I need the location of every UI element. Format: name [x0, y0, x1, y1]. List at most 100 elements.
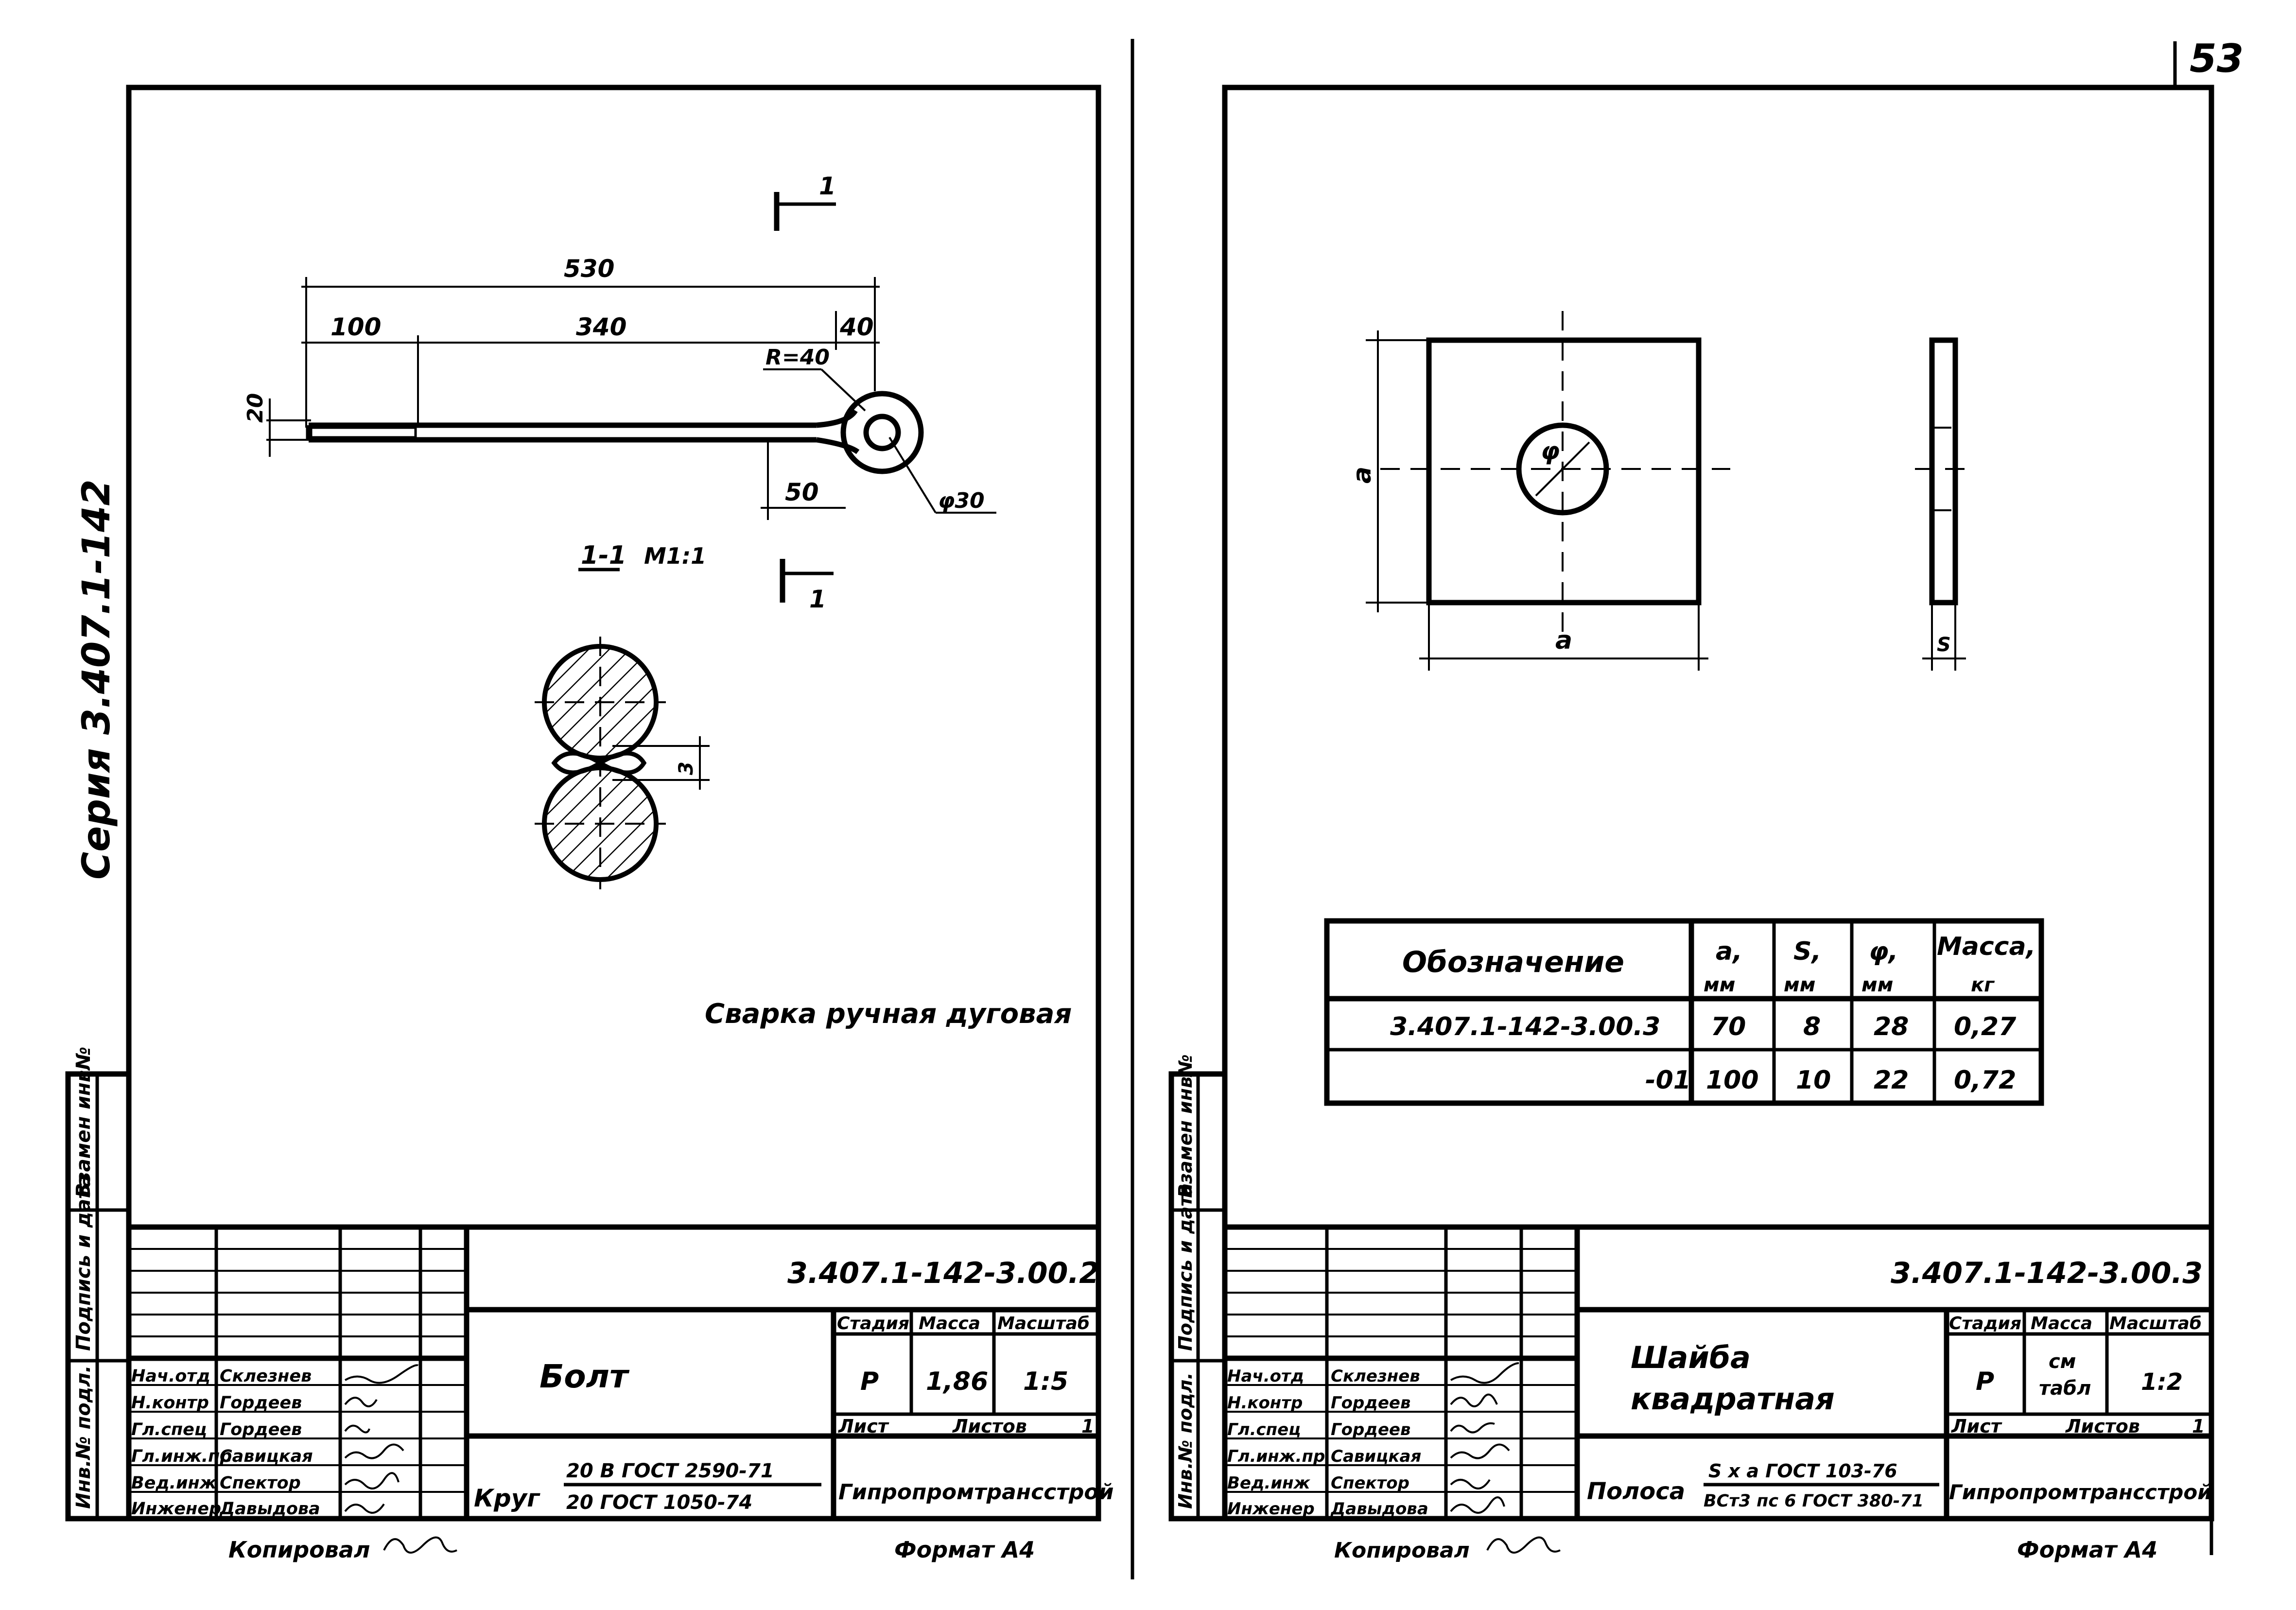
- tb-material-top: 20 В ГОСТ 2590-71: [566, 1460, 774, 1482]
- left-frame: [126, 85, 1101, 1522]
- tb-person: Давыдова: [219, 1499, 320, 1519]
- tb-sheets-label: Листов: [952, 1416, 1027, 1437]
- right-side-label-2: Подпись и дата: [1175, 1183, 1196, 1351]
- signature: [1450, 1479, 1491, 1489]
- section-mark-bottom-label: 1: [809, 585, 826, 613]
- tb-role: Н.контр: [131, 1393, 209, 1413]
- table-cell: 8: [1803, 1012, 1821, 1041]
- th-mass: Масса,: [1937, 932, 2035, 961]
- dim-s: S: [1937, 634, 1951, 656]
- copied-by: Копировал: [228, 1537, 370, 1563]
- phi-leader: [1535, 441, 1590, 497]
- tb-role: Нач.отд: [131, 1367, 210, 1386]
- signature: [344, 1424, 370, 1434]
- tb-role: Гл.инж.пр: [1227, 1447, 1325, 1466]
- tb-role: Вед.инж: [131, 1473, 217, 1493]
- tb-role: Нач.отд: [1227, 1367, 1304, 1386]
- bolt-drawing: [306, 391, 924, 474]
- th-s-unit: мм: [1784, 974, 1815, 996]
- washer-plate: [1426, 337, 1702, 606]
- dim-hook: 50: [785, 478, 819, 506]
- left-side-label-1: Взамен инв№: [72, 1047, 95, 1198]
- tb-material-bottom: ВСт3 пс 6 ГОСТ 380-71: [1704, 1491, 1924, 1511]
- signature: [1450, 1362, 1519, 1384]
- tb-mass-line2: табл: [2039, 1377, 2091, 1400]
- weld-note: Сварка ручная дуговая: [705, 998, 1072, 1030]
- right-title-block: 3.407.1-142-3.00.3 Шайба квадратная Стад…: [1225, 1224, 2212, 1519]
- tb-header-stage: Стадия: [837, 1314, 909, 1333]
- tb-role: Гл.спец: [1227, 1420, 1301, 1439]
- tb-role: Гл.инж.пр: [131, 1447, 232, 1466]
- tb-person: Склезнев: [1331, 1367, 1420, 1386]
- signature: [344, 1443, 404, 1459]
- table-cell: 10: [1796, 1066, 1831, 1095]
- tb-header-scale: Масштаб: [997, 1314, 1090, 1333]
- tb-person: Давыдова: [1330, 1499, 1428, 1519]
- tb-designation: 3.407.1-142-3.00.3: [1891, 1256, 2203, 1290]
- tb-name-line2: квадратная: [1631, 1381, 1835, 1417]
- dim-hole: φ30: [938, 488, 985, 513]
- right-side-label-3: Инв.№ подл.: [1175, 1372, 1196, 1509]
- th-phi-unit: мм: [1861, 974, 1893, 996]
- format-label: Формат А4: [894, 1537, 1035, 1563]
- tb-mass: 1,86: [926, 1367, 988, 1396]
- washer-drawing: φ а а S: [1348, 311, 1973, 671]
- signature: [344, 1397, 378, 1407]
- dim-a-horizontal: а: [1555, 626, 1572, 655]
- dim-left: 100: [330, 313, 381, 341]
- bolt-neck-bottom: [816, 437, 860, 454]
- table-border: [1324, 918, 2044, 1106]
- table-cell: 70: [1711, 1012, 1746, 1041]
- table-cell: 3.407.1-142-3.00.3: [1390, 1012, 1660, 1041]
- tb-material-prefix: Круг: [474, 1484, 540, 1512]
- weld-left: [551, 751, 602, 775]
- left-sheet: Взамен инв№ Подпись и дата Инв.№ подл. С…: [65, 85, 1113, 1563]
- tb-material-prefix: Полоса: [1587, 1478, 1685, 1505]
- left-title-block: 3.407.1-142-3.00.2 Болт Стадия Масса Мас…: [129, 1224, 1113, 1519]
- weld-size: 3: [675, 762, 697, 775]
- left-side-label-3: Инв.№ подл.: [72, 1365, 95, 1509]
- signature: [1450, 1443, 1510, 1459]
- copier-signature: [383, 1536, 457, 1554]
- dim-hole-leader: [888, 436, 937, 514]
- tb-role: Инженер: [1227, 1499, 1315, 1519]
- dim-total: 530: [564, 255, 614, 283]
- tb-sheet-label: Лист: [1951, 1416, 2002, 1437]
- tb-person: Спектор: [1331, 1473, 1409, 1493]
- table-cell: 0,27: [1954, 1012, 2017, 1041]
- tb-sheet-label: Лист: [838, 1416, 889, 1437]
- tb-designation: 3.407.1-142-3.00.2: [787, 1256, 1099, 1290]
- signature: [344, 1364, 419, 1384]
- th-mass-unit: кг: [1971, 974, 1995, 996]
- tb-person: Гордеев: [1331, 1420, 1410, 1439]
- table-cell: 100: [1706, 1066, 1759, 1095]
- dim-phi: φ: [1541, 437, 1560, 465]
- section-mark-top-label: 1: [819, 172, 836, 200]
- tb-person: Савицкая: [1331, 1447, 1421, 1466]
- bolt-eye-outer: [840, 391, 924, 474]
- table-cell: 28: [1874, 1012, 1909, 1041]
- washer-side-view: [1929, 337, 1958, 606]
- table-cell: 0,72: [1954, 1066, 2016, 1095]
- tb-role: Вед.инж: [1227, 1473, 1311, 1493]
- th-a: а,: [1716, 937, 1742, 966]
- signature: [344, 1472, 400, 1489]
- parameters-table: Обозначение а, мм S, мм φ, мм Масса, кг …: [1324, 918, 2044, 1106]
- signature: [1450, 1393, 1498, 1407]
- bolt-dimensions: 530 100 340 40 20 R=40 50 φ30: [243, 255, 996, 520]
- tb-name: Болт: [539, 1358, 630, 1395]
- dim-height: 20: [243, 393, 268, 423]
- format-label: Формат А4: [2017, 1537, 2157, 1563]
- bolt-thread: [310, 426, 417, 439]
- left-side-label-2: Подпись и дата: [72, 1175, 95, 1351]
- signature: [344, 1503, 385, 1514]
- right-side-label-1: Взамен инв№: [1175, 1054, 1196, 1198]
- tb-header-scale: Масштаб: [2109, 1314, 2202, 1333]
- weld-right: [599, 751, 647, 775]
- tb-person: Гордеев: [220, 1393, 302, 1413]
- signature: [1450, 1496, 1505, 1514]
- tb-scale: 1:5: [1023, 1367, 1068, 1396]
- tb-stage: Р: [1976, 1367, 1994, 1396]
- tb-person: Савицкая: [220, 1447, 313, 1466]
